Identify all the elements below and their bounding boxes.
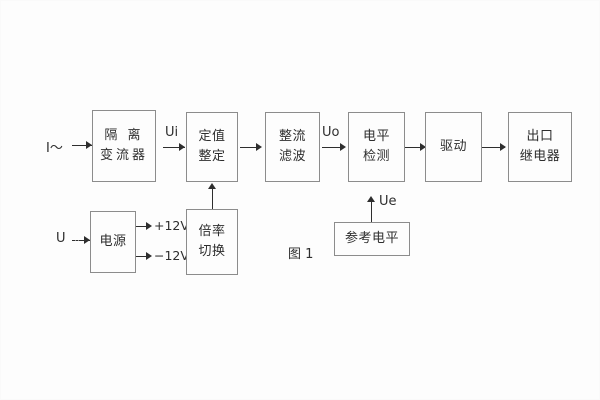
setting-to-rectify-arrow-icon bbox=[256, 143, 262, 151]
level-to-drive-line bbox=[405, 147, 425, 148]
block-line: 出口 bbox=[526, 129, 554, 145]
block-line: 切换 bbox=[198, 244, 226, 259]
voltage-input-label: U bbox=[56, 231, 66, 246]
block-line: 整定 bbox=[198, 149, 226, 164]
block-rectify-filter[interactable]: 整流 滤波 bbox=[265, 112, 320, 182]
block-isolation-transformer[interactable]: 隔 离 变流器 bbox=[92, 110, 156, 182]
signal-ui-label: Ui bbox=[165, 125, 179, 140]
voltage-input-arrow-icon bbox=[84, 236, 90, 244]
block-multiplier-switch[interactable]: 倍率 切换 bbox=[186, 209, 238, 275]
block-line: 电源 bbox=[99, 234, 127, 250]
multiplier-to-setting-line bbox=[212, 189, 213, 209]
current-input-arrow-icon bbox=[86, 141, 92, 149]
voltage-input-dash bbox=[72, 240, 82, 241]
block-setting-adjust[interactable]: 定值 整定 bbox=[186, 112, 238, 182]
rail-positive-line bbox=[136, 226, 150, 227]
block-line: 检测 bbox=[362, 149, 390, 164]
ui-arrow-icon bbox=[179, 143, 185, 151]
rail-negative-arrow-icon bbox=[146, 252, 152, 260]
block-line: 定值 bbox=[198, 129, 226, 145]
block-line: 滤波 bbox=[278, 149, 306, 164]
block-line: 参考电平 bbox=[344, 231, 399, 247]
block-line: 电平 bbox=[362, 129, 390, 145]
rail-positive-arrow-icon bbox=[146, 222, 152, 230]
ue-arrow-icon bbox=[367, 196, 375, 202]
drive-to-relay-arrow-icon bbox=[500, 143, 506, 151]
block-output-relay[interactable]: 出口 继电器 bbox=[508, 112, 572, 182]
level-to-drive-arrow-icon bbox=[420, 143, 426, 151]
current-input-label: I～ bbox=[46, 141, 63, 156]
block-power-supply[interactable]: 电源 bbox=[90, 211, 136, 273]
block-line: 变流器 bbox=[99, 148, 148, 163]
block-line: 继电器 bbox=[519, 149, 561, 164]
current-input-line bbox=[72, 145, 92, 146]
rail-negative-label: −12V bbox=[154, 248, 189, 263]
block-line: 整流 bbox=[278, 129, 306, 145]
uo-line bbox=[322, 147, 344, 148]
figure-caption: 图 1 bbox=[288, 247, 314, 262]
setting-to-rectify-line bbox=[240, 147, 260, 148]
drive-to-relay-line bbox=[482, 147, 505, 148]
block-reference-level[interactable]: 参考电平 bbox=[334, 222, 410, 256]
rail-positive-label: +12V bbox=[154, 218, 189, 233]
multiplier-to-setting-arrow-icon bbox=[208, 183, 216, 189]
block-drive[interactable]: 驱动 bbox=[425, 112, 482, 182]
rail-negative-line bbox=[136, 256, 150, 257]
uo-arrow-icon bbox=[340, 143, 346, 151]
signal-ue-label: Ue bbox=[379, 194, 397, 209]
ui-line bbox=[163, 147, 185, 148]
block-line: 驱动 bbox=[439, 139, 467, 155]
block-level-detect[interactable]: 电平 检测 bbox=[348, 112, 405, 182]
signal-uo-label: Uo bbox=[322, 125, 340, 140]
block-line: 隔 离 bbox=[104, 128, 144, 144]
ue-line bbox=[371, 202, 372, 222]
block-line: 倍率 bbox=[198, 224, 226, 240]
